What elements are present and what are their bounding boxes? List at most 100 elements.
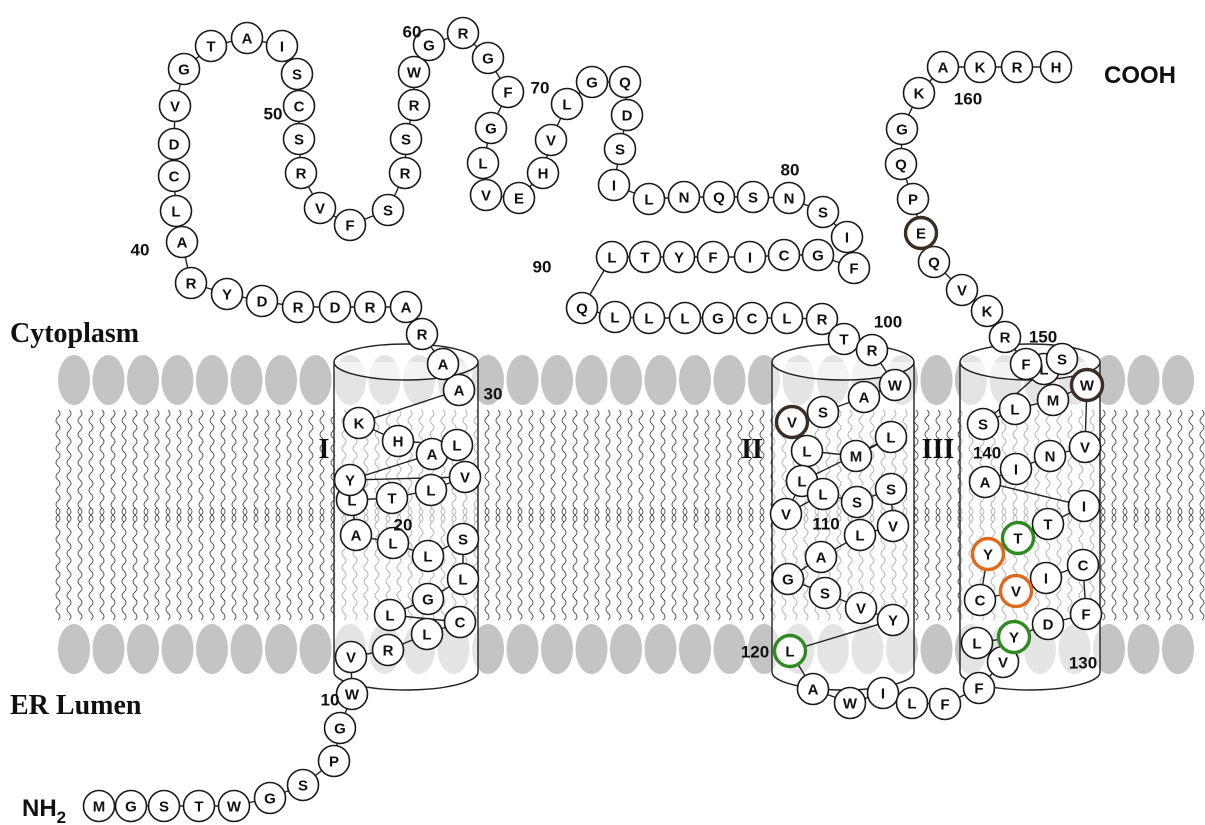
lipid-tail [1145, 410, 1149, 522]
residue-letter: D [257, 294, 268, 311]
residue-letter: V [460, 470, 470, 487]
lipid-tail [628, 508, 632, 620]
lipid-tail [243, 508, 247, 620]
residue-127: F [964, 673, 995, 704]
residue-10: W [337, 679, 368, 710]
residue-50: S [282, 59, 313, 90]
lipid-tail [529, 410, 533, 522]
residue-letter: A [980, 475, 991, 492]
residue-letter: S [294, 132, 304, 149]
residue-137: Y [973, 539, 1004, 570]
residue-39: Y [212, 279, 243, 310]
lipid-tail [89, 410, 93, 522]
residue-letter: V [1080, 440, 1090, 457]
residue-letter: L [385, 608, 394, 625]
lipid-tail [606, 410, 610, 522]
residue-letter: A [427, 447, 438, 464]
residue-letter: L [907, 696, 916, 713]
lipid-tail [925, 508, 929, 620]
lipid-tail [166, 410, 170, 522]
residue-78: N [669, 182, 700, 213]
residue-5: W [219, 791, 250, 822]
residue-number: 60 [403, 23, 422, 42]
lipid-tail [947, 508, 951, 620]
residue-letter: W [407, 65, 422, 82]
lipid-tail [628, 410, 632, 522]
n-terminus-text: NH [22, 795, 57, 822]
residue-letter: V [856, 601, 866, 618]
lipid-tail [683, 410, 687, 522]
residue-51: C [284, 91, 315, 122]
lipid-tail [683, 508, 687, 620]
residue-letter: A [351, 528, 362, 545]
residue-letter: L [423, 549, 432, 566]
residue-160: K [904, 78, 935, 109]
lipid-head-top [265, 355, 297, 405]
residue-number: 30 [484, 385, 503, 404]
residue-letter: L [171, 204, 180, 221]
residue-144: V [1070, 432, 1101, 463]
residue-163: R [1002, 52, 1033, 83]
residue-letter: R [1012, 60, 1023, 77]
residue-letter: S [383, 203, 393, 220]
residue-74: D [612, 100, 643, 131]
residue-letter: I [612, 178, 616, 195]
lipid-tail [67, 410, 71, 522]
lipid-tail [1156, 508, 1160, 620]
residue-letter: G [482, 51, 494, 68]
residue-letter: W [345, 687, 360, 704]
lipid-tail [265, 508, 269, 620]
residue-number: 10 [321, 691, 340, 710]
lipid-tail [188, 508, 192, 620]
residue-letter: K [975, 60, 986, 77]
lipid-tail [298, 508, 302, 620]
lipid-tail [529, 508, 533, 620]
residue-letter: G [422, 592, 434, 609]
residue-21: A [341, 520, 372, 551]
lipid-tail [694, 410, 698, 522]
lipid-tail [936, 508, 940, 620]
residue-103: A [849, 382, 880, 413]
residue-43: C [159, 161, 190, 192]
residue-116: A [806, 542, 837, 573]
lipid-tail [716, 508, 720, 620]
lipid-tail [507, 410, 511, 522]
lipid-tail [111, 508, 115, 620]
lipid-tail [738, 508, 742, 620]
residue-45: V [160, 91, 191, 122]
residue-letter: L [972, 636, 981, 653]
lipid-tail [1189, 410, 1193, 522]
residue-letter: L [426, 483, 435, 500]
lipid-head-bottom [610, 624, 642, 674]
lipid-tail [584, 508, 588, 620]
residue-108: L [876, 422, 907, 453]
residue-32: A [428, 349, 459, 380]
residue-36: D [320, 292, 351, 323]
residue-85: G [803, 240, 834, 271]
residue-letter: F [345, 218, 354, 235]
residue-164: H [1041, 52, 1072, 83]
residue-letter: Y [983, 547, 993, 564]
residue-12: R [373, 635, 404, 666]
residue-147: L [1000, 394, 1031, 425]
residue-56: S [373, 195, 404, 226]
residue-letter: G [485, 121, 497, 138]
residue-letter: F [1081, 607, 1090, 624]
lipid-tail [243, 410, 247, 522]
residue-letter: F [974, 681, 983, 698]
lipid-head-bottom [921, 624, 953, 674]
residue-letter: S [818, 405, 828, 422]
lipid-head-top [679, 355, 711, 405]
lipid-head-bottom [1128, 624, 1160, 674]
lipid-head-top [610, 355, 642, 405]
residue-letter: F [1021, 357, 1030, 374]
residue-letter: R [409, 98, 420, 115]
residue-letter: R [867, 343, 878, 360]
residue-letter: A [859, 390, 870, 407]
residue-letter: I [1044, 571, 1048, 588]
lipid-head-top [300, 355, 332, 405]
lipid-tail [210, 410, 214, 522]
residue-letter: C [779, 248, 790, 265]
residue-117: G [773, 564, 804, 595]
